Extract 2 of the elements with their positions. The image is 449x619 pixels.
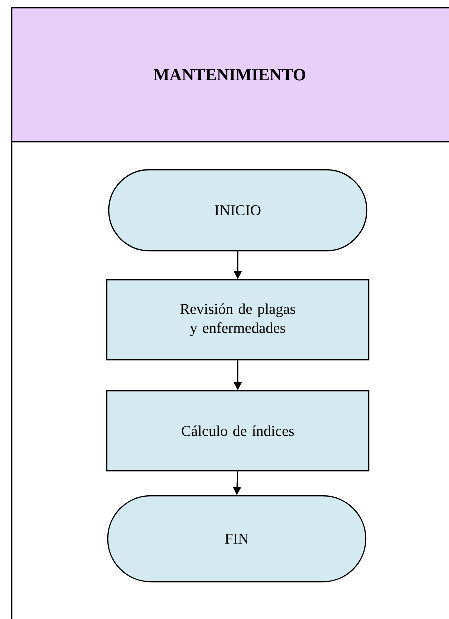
process-box: Revisión de plagas y enfermedades <box>106 279 370 361</box>
process-box: Cálculo de índices <box>106 390 370 472</box>
